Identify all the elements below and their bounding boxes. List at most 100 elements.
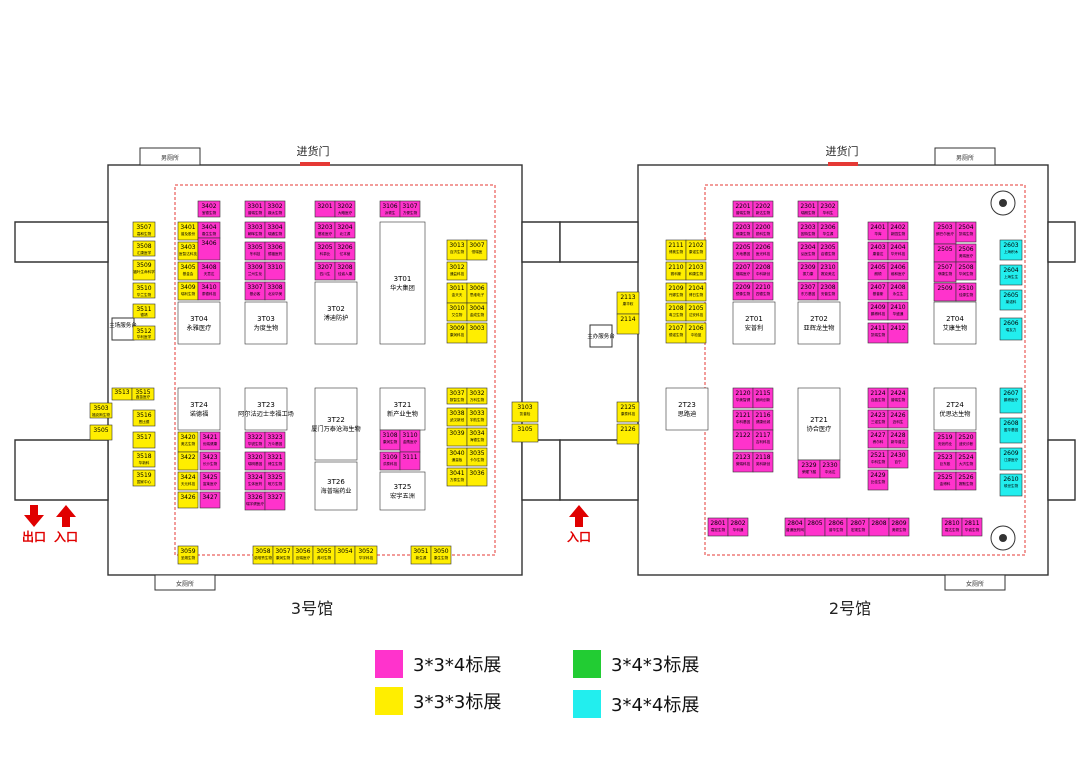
booth-3517[interactable]: 3517 [132, 431, 156, 449]
booth-3310[interactable]: 3310 [264, 261, 286, 281]
booth-3513[interactable]: 3513 [111, 387, 133, 401]
booth-3105[interactable]: 3105 [511, 423, 539, 443]
booth-2114[interactable]: 2114 [616, 313, 640, 335]
booth-3036[interactable]: 3036 [466, 467, 488, 487]
booth-3505[interactable]: 3505 [89, 424, 113, 441]
booth-3426[interactable]: 3426 [177, 491, 199, 509]
booth-2505[interactable]: 2505 [933, 243, 957, 263]
booth-3111[interactable]: 3111 [399, 451, 421, 471]
